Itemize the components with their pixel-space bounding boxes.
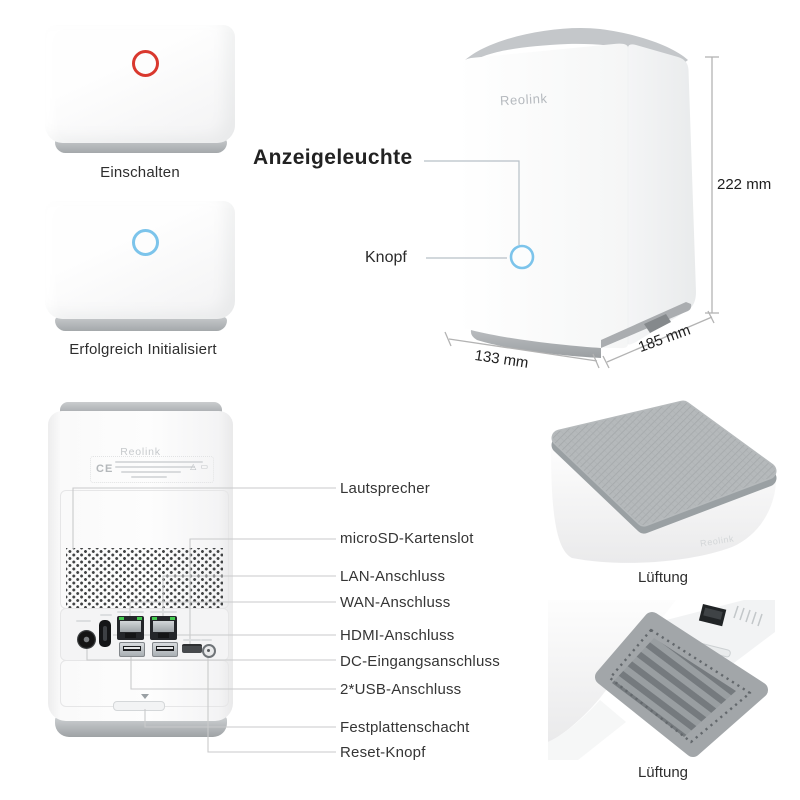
front-device-init-base bbox=[55, 317, 227, 331]
usb-port-2 bbox=[152, 642, 178, 657]
microsd-marking bbox=[183, 639, 201, 641]
regulatory-text-line bbox=[115, 466, 195, 468]
indicator-label: Anzeigeleuchte bbox=[253, 146, 413, 169]
dc-power-jack bbox=[77, 630, 96, 649]
back-leader-lines bbox=[72, 487, 336, 753]
back-device-logo: Reolink bbox=[120, 446, 161, 458]
vent-bottom-front-wedge bbox=[548, 700, 626, 760]
label-reset: Reset-Knopf bbox=[340, 744, 426, 761]
drivebay-leader bbox=[144, 709, 336, 728]
vent-bottom-ethernet-port bbox=[698, 604, 727, 627]
angled-device-logo: Reolink bbox=[499, 90, 548, 109]
wan-led-right bbox=[137, 617, 142, 620]
dc-leader bbox=[86, 648, 336, 661]
regulatory-text-line bbox=[121, 471, 181, 473]
dimension-lines bbox=[444, 56, 719, 369]
label-lan: LAN-Anschluss bbox=[340, 568, 446, 585]
wan-port-marking bbox=[117, 611, 144, 613]
hdmi-port-marking bbox=[100, 614, 112, 616]
dc-port-marking bbox=[76, 620, 91, 622]
reset-marking bbox=[201, 639, 212, 641]
ethernet-port-lan bbox=[150, 616, 177, 640]
label-microsd: microSD-Kartenslot bbox=[340, 530, 474, 547]
label-usb: 2*USB-Anschluss bbox=[340, 681, 462, 698]
angled-device-base-front bbox=[470, 330, 601, 358]
angled-device-top-cap bbox=[464, 27, 688, 66]
depth-tick-left bbox=[602, 355, 610, 369]
device-button-led bbox=[509, 244, 535, 270]
indicator-callout-line bbox=[424, 160, 520, 245]
usb-leader bbox=[130, 656, 336, 690]
width-dimension-line bbox=[448, 338, 598, 362]
front-device-init bbox=[45, 201, 235, 319]
wan-leader bbox=[129, 601, 336, 616]
speaker-grille bbox=[66, 548, 223, 608]
angled-device-front-face bbox=[458, 43, 628, 349]
vent-bottom-vent-dashes bbox=[733, 605, 763, 627]
power-caption: Einschalten bbox=[100, 164, 180, 181]
init-caption: Erfolgreich Initialisiert bbox=[69, 341, 217, 358]
ethernet-port-wan bbox=[117, 616, 144, 640]
label-speaker: Lautsprecher bbox=[340, 480, 430, 497]
regulatory-text-line bbox=[131, 476, 167, 478]
callout-lines bbox=[424, 160, 520, 259]
reset-button bbox=[202, 644, 216, 658]
lan-led-left bbox=[152, 617, 157, 620]
angled-device-side-face bbox=[628, 44, 696, 345]
vent-bottom-caption: Lüftung bbox=[637, 764, 689, 781]
width-tick-left bbox=[444, 331, 452, 347]
regulatory-icons: △ ▭ bbox=[190, 462, 209, 471]
label-drive-bay: Festplattenschacht bbox=[340, 719, 470, 736]
label-dc: DC-Eingangsanschluss bbox=[340, 653, 500, 670]
regulatory-text-line bbox=[115, 461, 203, 463]
usb-port-1 bbox=[119, 642, 145, 657]
latch-arrow-icon bbox=[141, 694, 149, 699]
regulatory-block: CE △ ▭ bbox=[90, 456, 214, 483]
dimension-height: 222 mm bbox=[717, 176, 772, 193]
lan-leader bbox=[162, 575, 336, 616]
vent-bottom-photo bbox=[548, 600, 775, 760]
depth-tick-right bbox=[707, 310, 715, 324]
vent-top-mesh-crosshatch bbox=[553, 402, 775, 525]
speaker-leader bbox=[72, 487, 336, 549]
vent-top-caption: Lüftung bbox=[637, 569, 689, 586]
front-device-power bbox=[45, 25, 235, 143]
reset-leader bbox=[207, 654, 336, 753]
drive-bay-latch bbox=[113, 701, 165, 711]
width-tick-right bbox=[592, 353, 600, 369]
lan-led-right bbox=[170, 617, 175, 620]
power-led-ring-icon bbox=[132, 50, 159, 77]
microsd-leader bbox=[189, 538, 336, 645]
label-hdmi: HDMI-Anschluss bbox=[340, 627, 455, 644]
microsd-card-slot bbox=[182, 644, 202, 653]
angled-device bbox=[458, 27, 696, 358]
lan-port-marking bbox=[150, 611, 177, 613]
vent-top-photo bbox=[551, 400, 777, 563]
init-led-ring-icon bbox=[132, 229, 159, 256]
ce-mark: CE bbox=[96, 463, 114, 475]
wan-led-left bbox=[119, 617, 124, 620]
vent-bottom-slats bbox=[612, 638, 736, 737]
back-device-base bbox=[55, 716, 227, 737]
hdmi-port bbox=[99, 620, 111, 647]
angled-device-foot bbox=[644, 314, 671, 333]
depth-dimension-line bbox=[606, 316, 713, 363]
button-label: Knopf bbox=[365, 249, 407, 266]
vent-bottom-dotted-vents bbox=[608, 628, 752, 744]
vent-top-body bbox=[551, 448, 776, 563]
label-wan: WAN-Anschluss bbox=[340, 594, 451, 611]
